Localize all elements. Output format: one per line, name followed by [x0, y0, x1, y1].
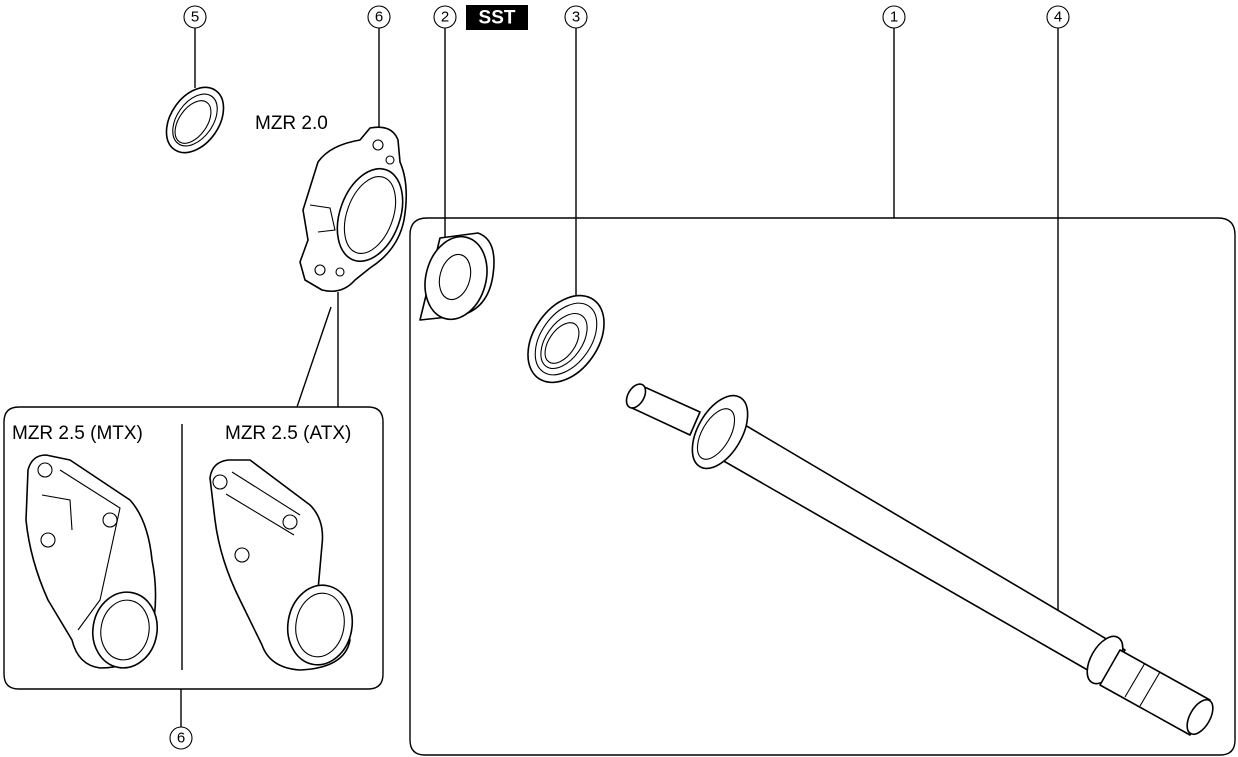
bracket-mzr-2-5-mtx [25, 454, 158, 669]
svg-text:6: 6 [375, 9, 383, 26]
svg-text:3: 3 [572, 9, 580, 26]
bracket-mzr-2-5-atx [209, 459, 354, 671]
leader-variant-box-2 [296, 306, 332, 408]
svg-text:1: 1 [890, 9, 898, 26]
bearing-2 [419, 232, 495, 321]
seal-ring-5 [165, 86, 225, 154]
svg-text:4: 4 [1054, 9, 1062, 26]
callout-3: 3 [564, 5, 588, 29]
label-mzr-2-0: MZR 2.0 [255, 113, 328, 134]
svg-text:6: 6 [177, 730, 185, 747]
callout-2: 2 [433, 5, 457, 29]
callout-6-bottom: 6 [169, 726, 193, 750]
callout-1: 1 [882, 5, 906, 29]
assembly-group-frame [409, 217, 1236, 756]
label-mzr-2-5-atx: MZR 2.5 (ATX) [225, 423, 351, 444]
oil-seal-3 [527, 294, 605, 384]
bearing-bracket-mzr-2-0 [299, 126, 408, 293]
callout-6-top: 6 [367, 5, 391, 29]
joint-shaft-4 [625, 383, 1214, 736]
sst-badge: SST [466, 5, 528, 30]
svg-text:SST: SST [479, 8, 516, 29]
callout-5: 5 [183, 5, 207, 29]
variant-box [3, 406, 384, 690]
svg-text:5: 5 [191, 9, 199, 26]
svg-text:2: 2 [441, 9, 449, 26]
label-mzr-2-5-mtx: MZR 2.5 (MTX) [12, 423, 143, 444]
callout-4: 4 [1046, 5, 1070, 29]
